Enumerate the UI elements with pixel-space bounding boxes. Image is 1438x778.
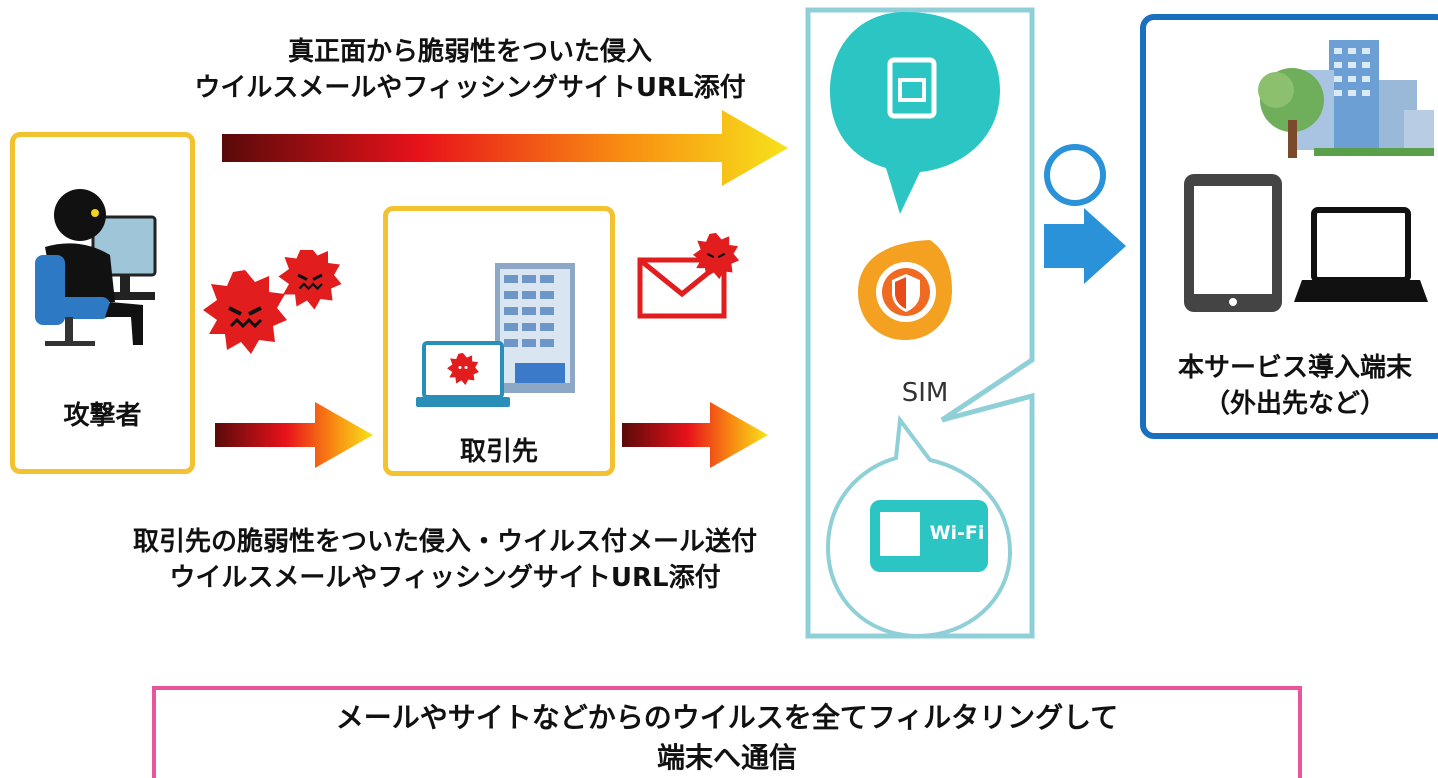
partner-to-device-arrow	[622, 402, 768, 468]
summary-banner: メールやサイトなどからのウイルスを全てフィルタリングして 端末へ通信	[152, 686, 1302, 778]
bottom-caption-line1: 取引先の脆弱性をついた侵入・ウイルス付メール送付	[132, 527, 757, 557]
bottom-caption-line2: ウイルスメールやフィッシングサイトURL添付	[169, 563, 721, 593]
target-device-box: 本サービス導入端末 （外出先など）	[1140, 14, 1438, 439]
hacker-icon	[35, 189, 157, 346]
target-label-line2: （外出先など）	[1203, 389, 1386, 419]
security-service-panel	[805, 7, 1035, 639]
attacker-box: 攻撃者	[10, 132, 195, 474]
attacker-to-partner-arrow	[215, 402, 373, 468]
partner-label: 取引先	[459, 437, 538, 467]
laptop-icon	[1294, 207, 1428, 302]
virus-icon	[203, 250, 342, 354]
devices-icon	[1184, 174, 1428, 312]
allowed-arrow-icon	[1044, 208, 1126, 284]
target-label: 本サービス導入端末 （外出先など）	[1146, 350, 1438, 422]
summary-banner-line2: 端末へ通信	[656, 741, 797, 774]
summary-banner-line1: メールやサイトなどからのウイルスを全てフィルタリングして	[335, 701, 1119, 734]
attacker-label: 攻撃者	[63, 401, 142, 431]
virus-mail-icon	[637, 232, 740, 319]
city-buildings-icon	[1258, 40, 1434, 158]
office-building-icon	[495, 263, 575, 393]
top-caption-line2: ウイルスメールやフィッシングサイトURL添付	[194, 73, 746, 103]
sim-card-icon	[830, 12, 1000, 214]
shield-security-icon	[858, 240, 952, 340]
target-label-line1: 本サービス導入端末	[1177, 353, 1412, 383]
tablet-icon	[1184, 174, 1282, 312]
ok-circle-icon	[1044, 144, 1106, 206]
wifi-label: Wi-Fi	[929, 522, 985, 544]
top-caption: 真正面から脆弱性をついた侵入 ウイルスメールやフィッシングサイトURL添付	[150, 34, 790, 106]
top-attack-arrow	[222, 110, 788, 186]
bottom-caption: 取引先の脆弱性をついた侵入・ウイルス付メール送付 ウイルスメールやフィッシングサ…	[90, 524, 800, 596]
infected-laptop-icon	[416, 341, 510, 407]
top-caption-line1: 真正面から脆弱性をついた侵入	[287, 37, 652, 67]
wifi-icon	[870, 500, 988, 572]
sim-label: SIM	[901, 378, 949, 408]
partner-box: 取引先	[383, 206, 615, 476]
